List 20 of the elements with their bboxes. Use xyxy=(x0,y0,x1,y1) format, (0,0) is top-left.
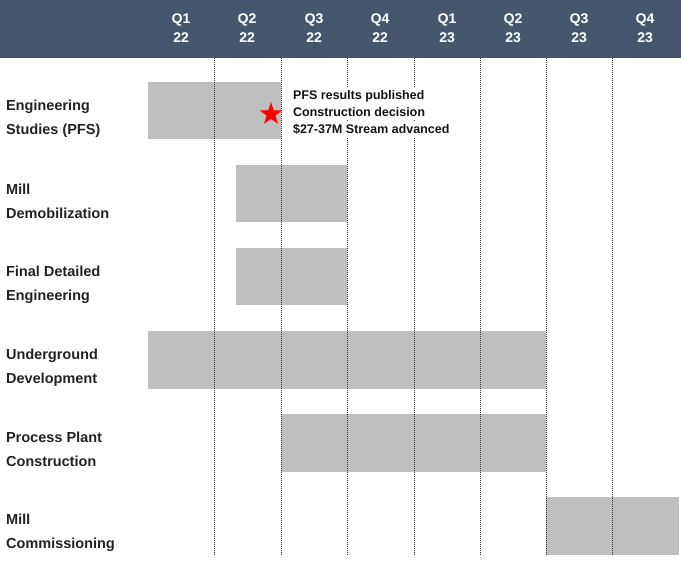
quarter-header: Q4 23 xyxy=(634,9,656,47)
task-label: Underground Development xyxy=(6,346,99,389)
task-label: Final Detailed Engineering xyxy=(6,263,102,306)
gantt-bar xyxy=(148,82,281,139)
quarter-header: Q3 22 xyxy=(304,9,324,47)
quarter-header: Q2 22 xyxy=(236,9,258,47)
task-label: Engineering Studies (PFS) xyxy=(6,97,102,140)
task-label: Mill Demobilization xyxy=(6,181,110,224)
gantt-bar xyxy=(148,331,546,389)
quarter-header: Q1 23 xyxy=(436,9,458,47)
gantt-bar xyxy=(236,248,347,305)
task-label: Mill Commissioning xyxy=(6,511,116,554)
quarter-header: Q1 22 xyxy=(170,9,192,47)
gantt-bar xyxy=(546,497,679,555)
task-label: Process Plant Construction xyxy=(6,429,103,472)
quarter-header: Q3 23 xyxy=(568,9,590,47)
gantt-bar xyxy=(281,414,546,472)
quarter-header: Q4 22 xyxy=(370,9,390,47)
gantt-bar xyxy=(236,165,347,222)
quarter-header: Q2 23 xyxy=(502,9,524,47)
